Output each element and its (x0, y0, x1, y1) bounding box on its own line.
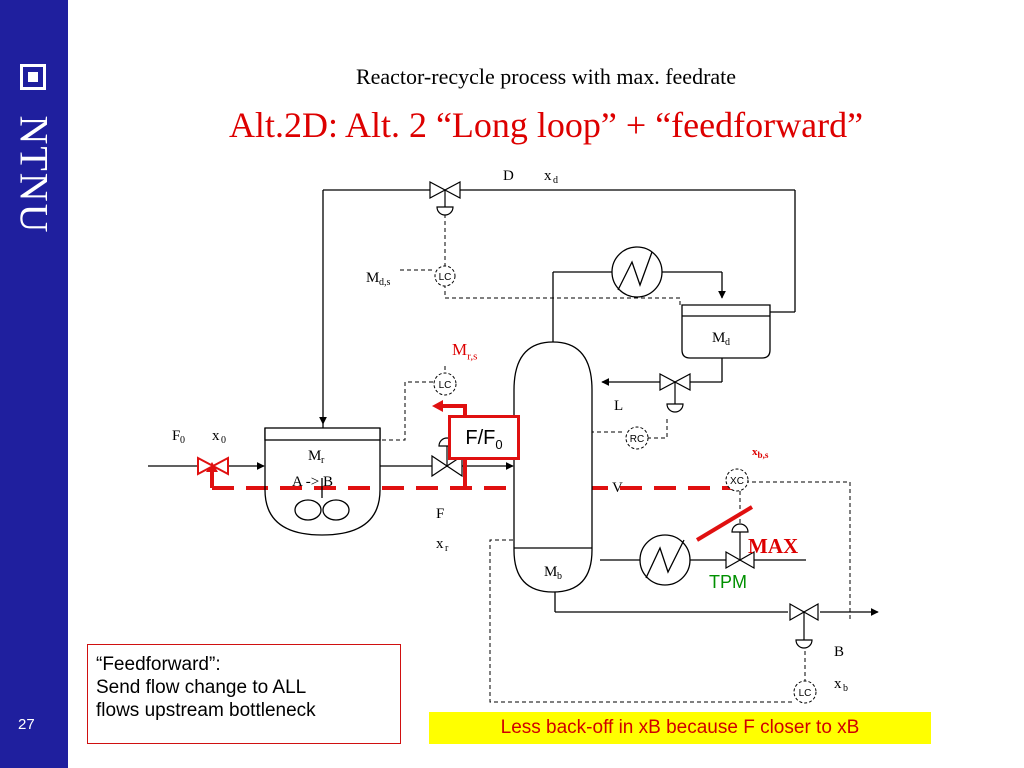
svg-text:LC: LC (439, 272, 452, 283)
lc-reactor-controller (433, 372, 457, 396)
svg-text:x: x (834, 676, 842, 692)
valves (197, 181, 819, 649)
note-line: Send flow change to ALL (96, 677, 307, 698)
lc-reboiler-controller (793, 680, 817, 704)
reboiler (639, 534, 691, 586)
page-number: 27 (18, 716, 35, 733)
condenser (611, 246, 771, 359)
svg-text:d: d (553, 175, 558, 186)
svg-text:XC: XC (730, 476, 744, 487)
svg-text:F: F (172, 428, 180, 444)
svg-text:M: M (544, 564, 557, 580)
feed-valve (197, 456, 229, 476)
svg-text:x: x (544, 168, 552, 184)
reactor (264, 427, 381, 536)
svg-text:0: 0 (221, 435, 226, 446)
note-line: “Feedforward”: (96, 654, 221, 675)
svg-text:d,s: d,s (379, 277, 391, 288)
svg-text:B: B (834, 644, 844, 660)
feedforward-note: “Feedforward”: Send flow change to ALL f… (87, 644, 401, 744)
svg-text:D: D (503, 168, 514, 184)
svg-text:d: d (725, 337, 730, 348)
stream-labels: D x d F 0 x 0 F x r L V B x b (172, 168, 848, 694)
svg-text:A -> B: A -> B (292, 474, 333, 490)
ntnu-logo-icon (20, 64, 46, 90)
rc-ratio-controller (625, 426, 649, 450)
boilup-valve (725, 523, 755, 570)
setpoint-labels: M d,s (366, 270, 391, 288)
svg-text:RC: RC (630, 434, 644, 445)
lc-condenser-controller (434, 265, 456, 287)
reactor-level-setpoint: Mr,s (452, 340, 478, 363)
svg-text:x: x (436, 536, 444, 552)
svg-text:x: x (212, 428, 220, 444)
controller-labels: LC LC RC XC LC (439, 272, 812, 699)
svg-text:M: M (712, 330, 725, 346)
slide-subtitle: Reactor-recycle process with max. feedra… (355, 64, 737, 89)
svg-text:V: V (612, 480, 623, 496)
svg-text:LC: LC (439, 380, 452, 391)
svg-text:LC: LC (799, 688, 812, 699)
svg-text:b: b (843, 683, 848, 694)
equipment-labels: M r A -> B M d M b (292, 330, 730, 582)
xc-composition-controller (725, 468, 749, 492)
svg-text:r: r (445, 543, 449, 554)
svg-text:M: M (366, 270, 379, 286)
svg-text:F: F (436, 506, 444, 522)
svg-text:r: r (321, 455, 325, 466)
sidebar: NTNU 27 (0, 0, 68, 768)
svg-text:M: M (308, 448, 321, 464)
reflux-valve (659, 373, 691, 413)
tpm-label: TPM (709, 572, 747, 592)
distillation-column (513, 341, 593, 593)
svg-text:0: 0 (180, 435, 185, 446)
note-line: flows upstream bottleneck (96, 700, 316, 721)
distillate-valve (429, 181, 461, 216)
max-constraint-mark (695, 505, 754, 542)
svg-text:L: L (614, 398, 623, 414)
max-label: MAX (748, 534, 799, 558)
bottoms-valve (789, 602, 819, 649)
ff-ratio-signal-box: F/F0 (448, 415, 520, 460)
svg-text:b: b (557, 571, 562, 582)
slide-title: Alt.2D: Alt. 2 “Long loop” + “feedforwar… (228, 105, 864, 145)
backoff-note: Less back-off in xB because F closer to … (429, 712, 931, 744)
bottoms-comp-setpoint: xb,s (752, 446, 769, 461)
controllers (433, 265, 817, 704)
